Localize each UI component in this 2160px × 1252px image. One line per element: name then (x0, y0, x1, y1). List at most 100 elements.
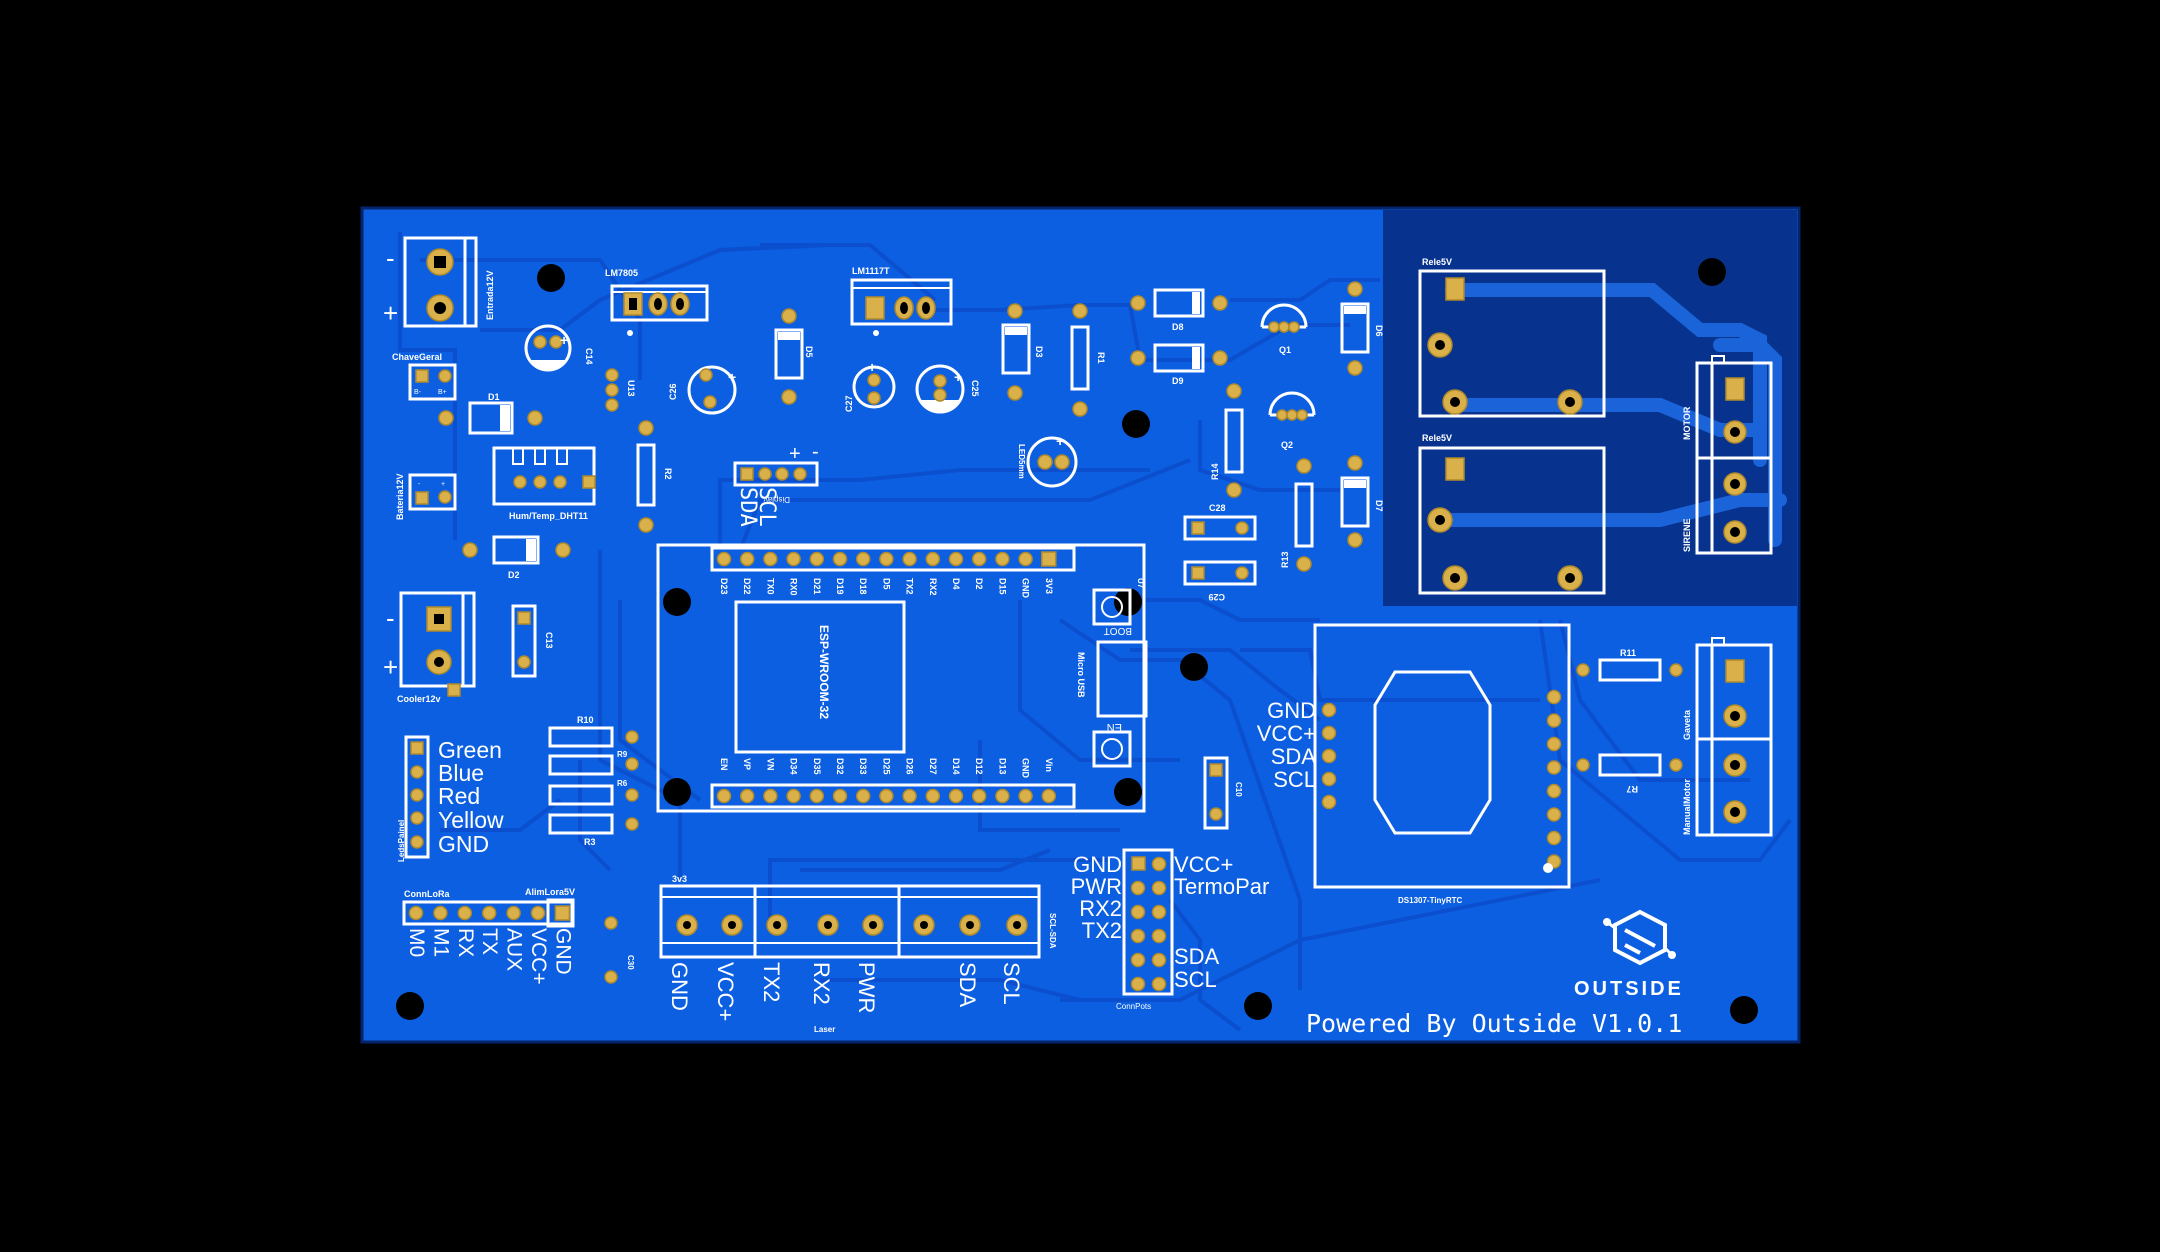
resistor-r2: R2 (636, 420, 673, 533)
rtc-pin-label: SDA (1271, 744, 1317, 769)
diode-d8: D8 (1130, 288, 1228, 332)
pots-pad (1151, 952, 1167, 968)
rtc-pin-label: VCC+ (1257, 721, 1316, 746)
rtc-pad (1321, 725, 1337, 741)
laser-pin-label: VCC+ (713, 962, 738, 1021)
dht-label: Hum/Temp_DHT11 (509, 511, 588, 521)
svg-text:-: - (812, 441, 819, 463)
esp-bottom-pin-label: D27 (928, 758, 938, 775)
footer-version: Powered By Outside V1.0.1 (1306, 1009, 1682, 1038)
rtc-right-pad (1546, 807, 1562, 822)
lora-pin-label: GND (551, 928, 574, 975)
svg-text:SIRENE: SIRENE (1682, 518, 1692, 552)
esp-bottom-pin-label: D33 (858, 758, 868, 775)
esp-bottom-pad (925, 788, 941, 804)
rtc-pad (1321, 794, 1337, 810)
laser-pin-label: RX2 (809, 962, 834, 1005)
svg-text:Display: Display (764, 495, 790, 504)
diode-d9: D9 (1130, 343, 1228, 386)
svg-text:C28: C28 (1209, 503, 1226, 513)
svg-text:C27: C27 (844, 395, 854, 412)
cap-c25: + C25 (915, 364, 980, 414)
esp-bottom-pin-label: D32 (835, 758, 845, 775)
svg-text:D1: D1 (488, 392, 500, 402)
rtc-right-pad (1546, 760, 1562, 775)
svg-text:C30: C30 (626, 955, 635, 970)
svg-text:LM1117T: LM1117T (852, 266, 890, 276)
esp-top-pin-label: 3V3 (1044, 578, 1054, 594)
rtc-right-pad (1546, 783, 1562, 799)
svg-text:C14: C14 (584, 348, 594, 365)
esp-bottom-pin-label: Vin (1044, 758, 1054, 772)
cap-c30: C30 (604, 916, 635, 984)
laser-pin-label: SCL (999, 962, 1024, 1005)
lm7805-regulator: LM7805 (605, 268, 709, 336)
svg-text:SDA: SDA (735, 487, 760, 527)
diode-d6: D6 (1340, 281, 1384, 376)
svg-text:+: + (789, 443, 801, 465)
rtc-pin-label: GND (1267, 698, 1316, 723)
svg-text:Q1: Q1 (1279, 345, 1291, 355)
svg-text:R13: R13 (1280, 551, 1290, 568)
entrada12v-terminal: - + Entrada12V (383, 236, 495, 328)
svg-text:C10: C10 (1234, 782, 1243, 797)
esp-top-pad (739, 551, 755, 567)
svg-text:SCL: SCL (754, 487, 779, 527)
svg-text:R10: R10 (577, 715, 594, 725)
pots-pad (1151, 976, 1167, 992)
laser-pin-label: PWR (854, 962, 879, 1013)
esp-bottom-pin-label: EN (719, 758, 729, 771)
svg-text:+: + (560, 332, 568, 348)
svg-text:-: - (418, 481, 421, 488)
esp-top-pin-label: D4 (951, 578, 961, 590)
svg-text:U13: U13 (626, 380, 636, 397)
cap-c14: + C14 (524, 324, 594, 372)
svg-text:D6: D6 (1374, 325, 1384, 337)
copper-traces (398, 232, 1792, 1032)
cap-c10: C10 (1203, 756, 1243, 830)
svg-text:R2: R2 (663, 468, 673, 480)
lora-pin-label: RX (454, 928, 477, 957)
svg-text:+: + (383, 652, 398, 682)
display-header: + - Display SDA SCL (733, 441, 819, 527)
esp-top-pin-label: TX2 (905, 578, 915, 595)
pots-pad (1130, 976, 1146, 992)
entrada-plus: + (383, 298, 398, 328)
svg-text:BOOT: BOOT (1104, 625, 1132, 636)
esp-top-pin-label: RX2 (928, 578, 938, 596)
pots-left-label: PWR (1071, 874, 1122, 899)
esp-bottom-pad (763, 788, 778, 804)
svg-text:C13: C13 (544, 632, 554, 649)
esp-top-pad (1018, 551, 1033, 567)
pots-pad (1151, 880, 1167, 896)
svg-text:D8: D8 (1172, 322, 1184, 332)
diode-d5: D5 (774, 308, 814, 405)
esp-top-pin-label: D2 (974, 578, 984, 590)
svg-text:Green: Green (438, 737, 502, 763)
lora-pad (408, 905, 424, 921)
laser-pin-label: GND (667, 962, 692, 1011)
cap-c28: C28 (1183, 503, 1257, 541)
svg-text:ConnPots: ConnPots (1116, 1002, 1151, 1011)
led-resistors: R10 R9 R6 R3 (548, 715, 639, 847)
lora-pad (554, 905, 571, 921)
svg-text:D9: D9 (1172, 376, 1184, 386)
pots-right-label: SDA (1174, 944, 1220, 969)
rtc-pad (1321, 748, 1337, 764)
lora-pin-label: M0 (405, 928, 428, 957)
led-5mm: + LED5mm (1017, 433, 1078, 488)
esp-bottom-pad (809, 788, 825, 804)
lora-pad (433, 905, 448, 921)
svg-text:+: + (1056, 433, 1064, 449)
svg-text:R11: R11 (1620, 648, 1636, 658)
esp-bottom-pad (995, 788, 1010, 804)
esp-top-pin-label: TX0 (765, 578, 775, 595)
pots-pad (1151, 904, 1167, 920)
svg-text:3v3: 3v3 (672, 874, 687, 884)
